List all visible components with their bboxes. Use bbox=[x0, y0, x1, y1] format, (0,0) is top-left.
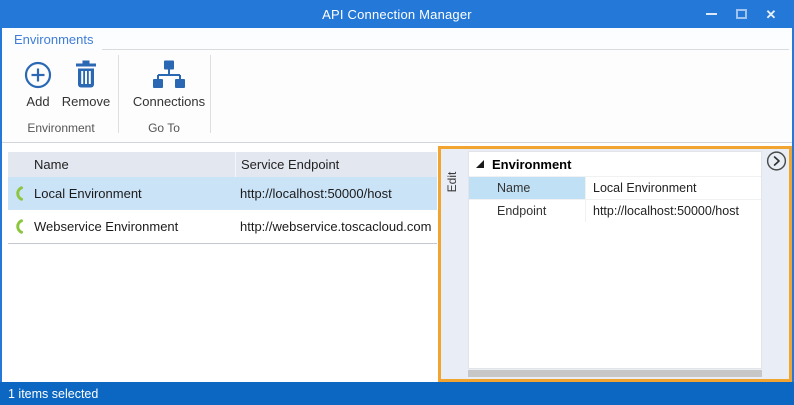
window-controls: ✕ bbox=[696, 0, 786, 28]
triangle-expanded-icon bbox=[476, 160, 484, 168]
group-label-goto: Go To bbox=[148, 121, 180, 135]
property-row: Name Local Environment bbox=[469, 176, 761, 199]
remove-button[interactable]: Remove bbox=[61, 56, 111, 114]
row-endpoint-cell: http://localhost:50000/host bbox=[240, 186, 392, 201]
ribbon: Add Remove bbox=[2, 51, 792, 143]
maximize-icon bbox=[735, 9, 747, 19]
section-title: Environment bbox=[492, 156, 572, 172]
table-header-row: Name Service Endpoint bbox=[8, 152, 437, 177]
tab-environments[interactable]: Environments bbox=[14, 32, 94, 47]
close-button[interactable]: ✕ bbox=[756, 0, 786, 28]
endpoint-column-header[interactable]: Service Endpoint bbox=[235, 152, 437, 177]
green-crescent-icon bbox=[8, 186, 30, 201]
add-button[interactable]: Add bbox=[15, 56, 61, 114]
window-title: API Connection Manager bbox=[322, 6, 472, 22]
ribbon-group-separator bbox=[118, 55, 119, 133]
name-column-header[interactable]: Name bbox=[34, 157, 69, 172]
table-end-divider bbox=[8, 243, 437, 244]
table-row[interactable]: Webservice Environment http://webservice… bbox=[8, 210, 437, 243]
table-row[interactable]: Local Environment http://localhost:50000… bbox=[8, 177, 437, 210]
connections-button[interactable]: Connections bbox=[126, 56, 212, 114]
row-name-cell: Webservice Environment bbox=[34, 219, 179, 234]
group-label-environment: Environment bbox=[27, 121, 95, 135]
window-border-left bbox=[0, 28, 2, 405]
network-icon bbox=[151, 56, 187, 90]
edit-panel-tab[interactable]: Edit bbox=[445, 171, 459, 193]
horizontal-scrollbar[interactable] bbox=[468, 370, 762, 377]
row-name-cell: Local Environment bbox=[34, 186, 142, 201]
ribbon-tab-strip: Environments bbox=[2, 28, 792, 51]
selection-count-text: 1 items selected bbox=[8, 386, 99, 401]
ribbon-group-separator bbox=[210, 55, 211, 133]
connections-button-label: Connections bbox=[132, 94, 206, 109]
property-section-header[interactable]: Environment bbox=[469, 152, 761, 176]
add-button-label: Add bbox=[26, 94, 50, 109]
edit-panel: Edit Environment Name Local Environment … bbox=[441, 149, 789, 379]
property-grid: Environment Name Local Environment Endpo… bbox=[468, 151, 762, 369]
property-row: Endpoint http://localhost:50000/host bbox=[469, 199, 761, 222]
property-label-endpoint[interactable]: Endpoint bbox=[497, 204, 547, 218]
environments-table: Name Service Endpoint Local Environment … bbox=[8, 152, 437, 244]
trash-icon bbox=[73, 56, 99, 90]
status-bar: 1 items selected bbox=[0, 382, 794, 405]
minimize-button[interactable] bbox=[696, 0, 726, 28]
status-column-header[interactable] bbox=[8, 152, 30, 177]
window-border-right bbox=[792, 28, 794, 405]
property-value-name[interactable]: Local Environment bbox=[585, 177, 761, 199]
close-icon: ✕ bbox=[765, 6, 777, 22]
title-bar: API Connection Manager ✕ bbox=[0, 0, 794, 28]
remove-button-label: Remove bbox=[61, 94, 111, 109]
green-crescent-icon bbox=[8, 219, 30, 234]
minimize-icon bbox=[705, 13, 717, 15]
maximize-button[interactable] bbox=[726, 0, 756, 28]
property-value-endpoint[interactable]: http://localhost:50000/host bbox=[585, 200, 761, 222]
collapse-panel-button[interactable] bbox=[766, 150, 787, 171]
circle-plus-icon bbox=[23, 56, 53, 90]
chevron-right-circle-icon bbox=[766, 150, 787, 171]
row-endpoint-cell: http://webservice.toscacloud.com bbox=[240, 219, 432, 234]
property-label-name[interactable]: Name bbox=[469, 177, 585, 199]
tab-strip-underline bbox=[102, 49, 789, 50]
